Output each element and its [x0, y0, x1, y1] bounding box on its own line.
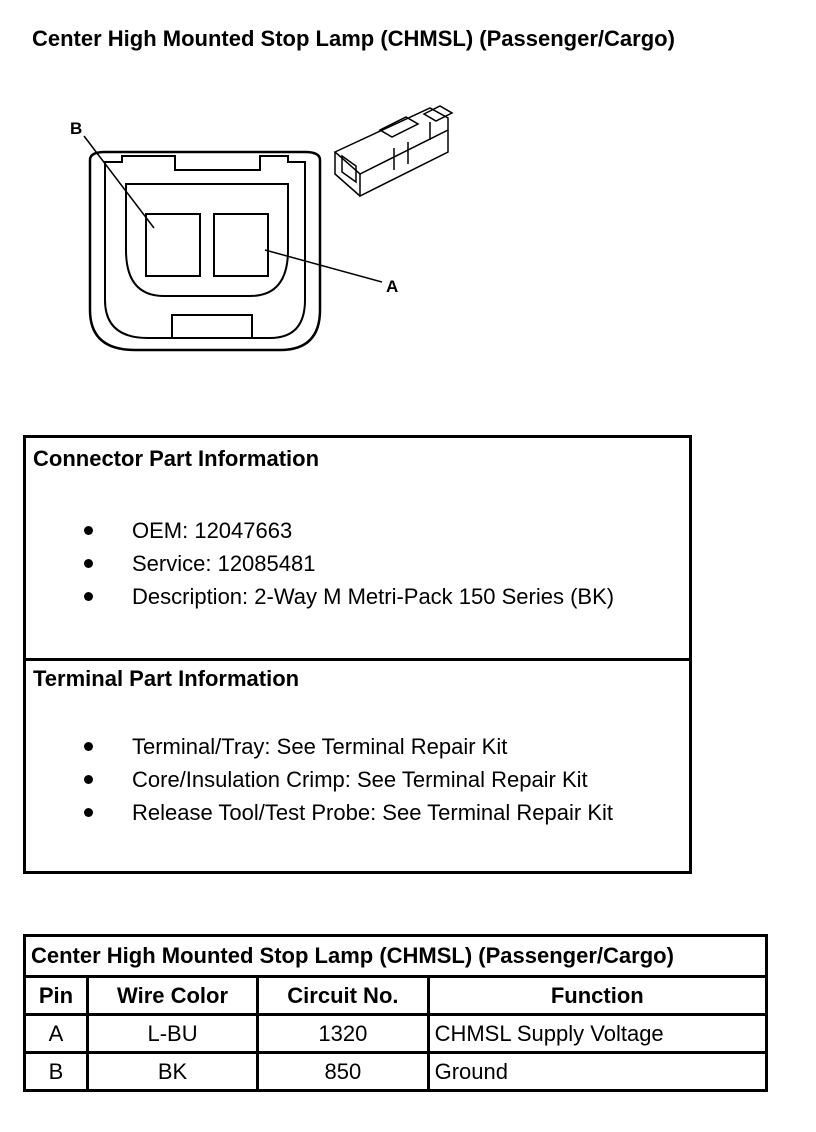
cavity-a [213, 213, 269, 277]
label-b: B [70, 119, 82, 138]
bullet-icon [84, 559, 93, 568]
bullet-icon [84, 742, 93, 751]
terminal-part-info-section: Terminal Part Information Terminal/Tray:… [33, 666, 613, 825]
bullet-icon [84, 592, 93, 601]
page-title: Center High Mounted Stop Lamp (CHMSL) (P… [32, 26, 675, 51]
table-row: A L-BU 1320 CHMSL Supply Voltage [23, 1013, 769, 1054]
connector-diagram: B A [60, 100, 480, 365]
column-header-function: Function [426, 975, 769, 1016]
terminal-part-info-heading: Terminal Part Information [33, 666, 300, 691]
column-header-circuit-no: Circuit No. [256, 975, 430, 1016]
table-row: B BK 850 Ground [23, 1051, 769, 1092]
column-header-pin: Pin [23, 975, 89, 1016]
leader-line-b [83, 135, 155, 229]
leader-line-a [264, 249, 383, 283]
connector-3d-icon [333, 105, 454, 198]
table-caption: Center High Mounted Stop Lamp (CHMSL) (P… [23, 934, 768, 978]
connector-part-info-heading: Connector Part Information [33, 446, 320, 471]
table-caption-row: Center High Mounted Stop Lamp (CHMSL) (P… [23, 934, 768, 978]
part-information-box: Connector Part Information OEM: 12047663… [23, 435, 692, 874]
cavity-b [145, 213, 201, 277]
column-header-wire-color: Wire Color [85, 975, 260, 1016]
function-cell: CHMSL Supply Voltage [426, 1013, 769, 1054]
pin-cell: A [23, 1013, 89, 1054]
pin-cell: B [23, 1051, 89, 1092]
table-header-row: Pin Wire Color Circuit No. Function [23, 975, 769, 1016]
circuit-no-cell: 850 [256, 1051, 430, 1092]
bullet-icon [84, 775, 93, 784]
circuit-no-cell: 1320 [256, 1013, 430, 1054]
wire-color-cell: BK [85, 1051, 260, 1092]
pin-table: Center High Mounted Stop Lamp (CHMSL) (P… [23, 934, 769, 1092]
connector-part-info-section: Connector Part Information OEM: 12047663… [26, 438, 689, 661]
label-a: A [386, 277, 398, 296]
bullet-icon [84, 526, 93, 535]
connector-face-illustration: B A [70, 105, 454, 352]
bullet-icon [84, 808, 93, 817]
wire-color-cell: L-BU [85, 1013, 260, 1054]
function-cell: Ground [426, 1051, 769, 1092]
